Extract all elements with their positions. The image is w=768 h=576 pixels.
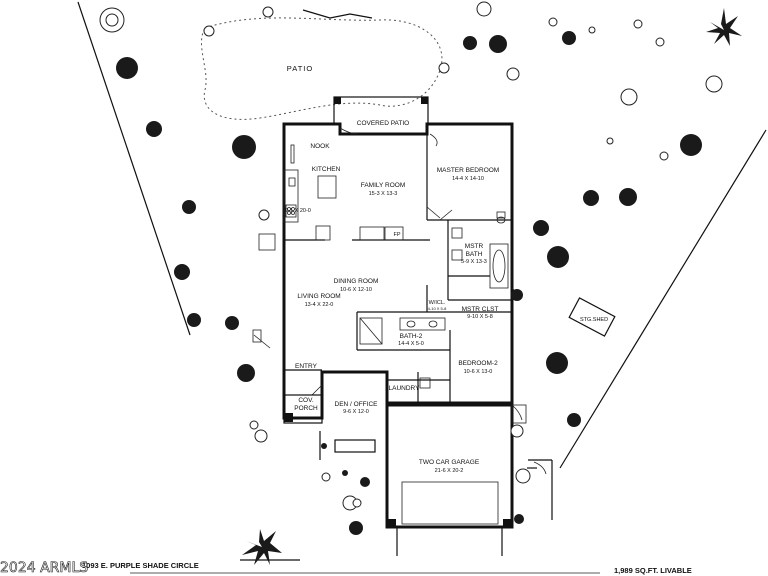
storage-shed-label: STG.SHED	[580, 317, 608, 323]
bath-2-dim: 14-4 X 5-0	[398, 341, 424, 347]
fireplace: FP	[359, 226, 404, 241]
wicl-dim: 4-10 X 5-8	[428, 306, 447, 311]
landscape-bushes	[99, 1, 723, 511]
bedroom-2-label: BEDROOM-2	[458, 360, 498, 367]
den-office-dim: 9-6 X 12-0	[343, 409, 369, 415]
bath-2-label: BATH-2	[400, 333, 423, 340]
fireplace-label: FP	[393, 232, 400, 238]
master-bedroom-dim: 14-4 X 14-10	[452, 176, 484, 182]
yard-lines	[240, 431, 553, 561]
cov-porch	[283, 394, 323, 424]
address-label: 1093 E. PURPLE SHADE CIRCLE	[82, 561, 199, 570]
garage	[385, 403, 527, 556]
den-office-label: DEN / OFFICE	[335, 401, 379, 408]
master-bedroom-label: MASTER BEDROOM	[437, 167, 499, 174]
garage-label: TWO CAR GARAGE	[419, 459, 480, 466]
covered-patio-label: COVERED PATIO	[357, 120, 410, 127]
living-room-label: LIVING ROOM	[297, 293, 340, 300]
family-room-dim: 15-3 X 13-3	[369, 191, 398, 197]
watermark: 2024 ARMLS	[0, 560, 88, 576]
covered-patio: COVERED PATIO	[333, 96, 429, 136]
patio-area: PATIO	[201, 17, 443, 120]
mstr-clst-dim: 9-10 X 5-8	[467, 314, 493, 320]
entry-label: ENTRY	[295, 363, 318, 370]
footer: 1093 E. PURPLE SHADE CIRCLE 2024 ARMLS 1…	[0, 560, 692, 576]
dining-room-label: DINING ROOM	[334, 278, 379, 285]
kitchen-fixtures	[258, 144, 337, 251]
bedroom-2-dim: 10-6 X 13-0	[464, 369, 493, 375]
landscape-shrubs	[116, 31, 702, 535]
landscape-trees	[242, 8, 742, 565]
mstr-bath-label-1: MSTR	[465, 243, 484, 250]
garage-dim: 21-6 X 20-2	[435, 468, 464, 474]
family-room-label: FAMILY ROOM	[361, 182, 406, 189]
lot-lines	[77, 1, 767, 469]
cov-porch-label-2: PORCH	[294, 405, 318, 412]
mstr-clst-label: MSTR CLST	[462, 306, 499, 313]
sqft-label: 1,989 SQ.FT. LIVABLE	[614, 566, 692, 575]
kitchen-label: KITCHEN	[312, 166, 341, 173]
patio-label: PATIO	[287, 64, 313, 73]
bath-fixtures	[359, 211, 509, 389]
living-room-dim: 13-4 X 22-0	[305, 302, 334, 308]
kitchen-dim: 9-1 X 20-0	[285, 208, 311, 214]
dining-room-dim: 10-6 X 12-10	[340, 287, 372, 293]
laundry-label: LAUNDRY	[389, 385, 421, 392]
den-bay	[334, 439, 376, 453]
room-labels: NOOK KITCHEN 9-1 X 20-0 FAMILY ROOM 15-3…	[285, 143, 499, 474]
cov-porch-label-1: COV.	[298, 397, 313, 404]
mstr-bath-label-2: BATH	[466, 251, 483, 258]
mstr-bath-dim: 5-9 X 13-3	[461, 259, 487, 265]
nook-label: NOOK	[310, 143, 330, 150]
storage-shed: STG.SHED	[568, 297, 616, 337]
wicl-label: W/ICL.	[429, 300, 446, 306]
